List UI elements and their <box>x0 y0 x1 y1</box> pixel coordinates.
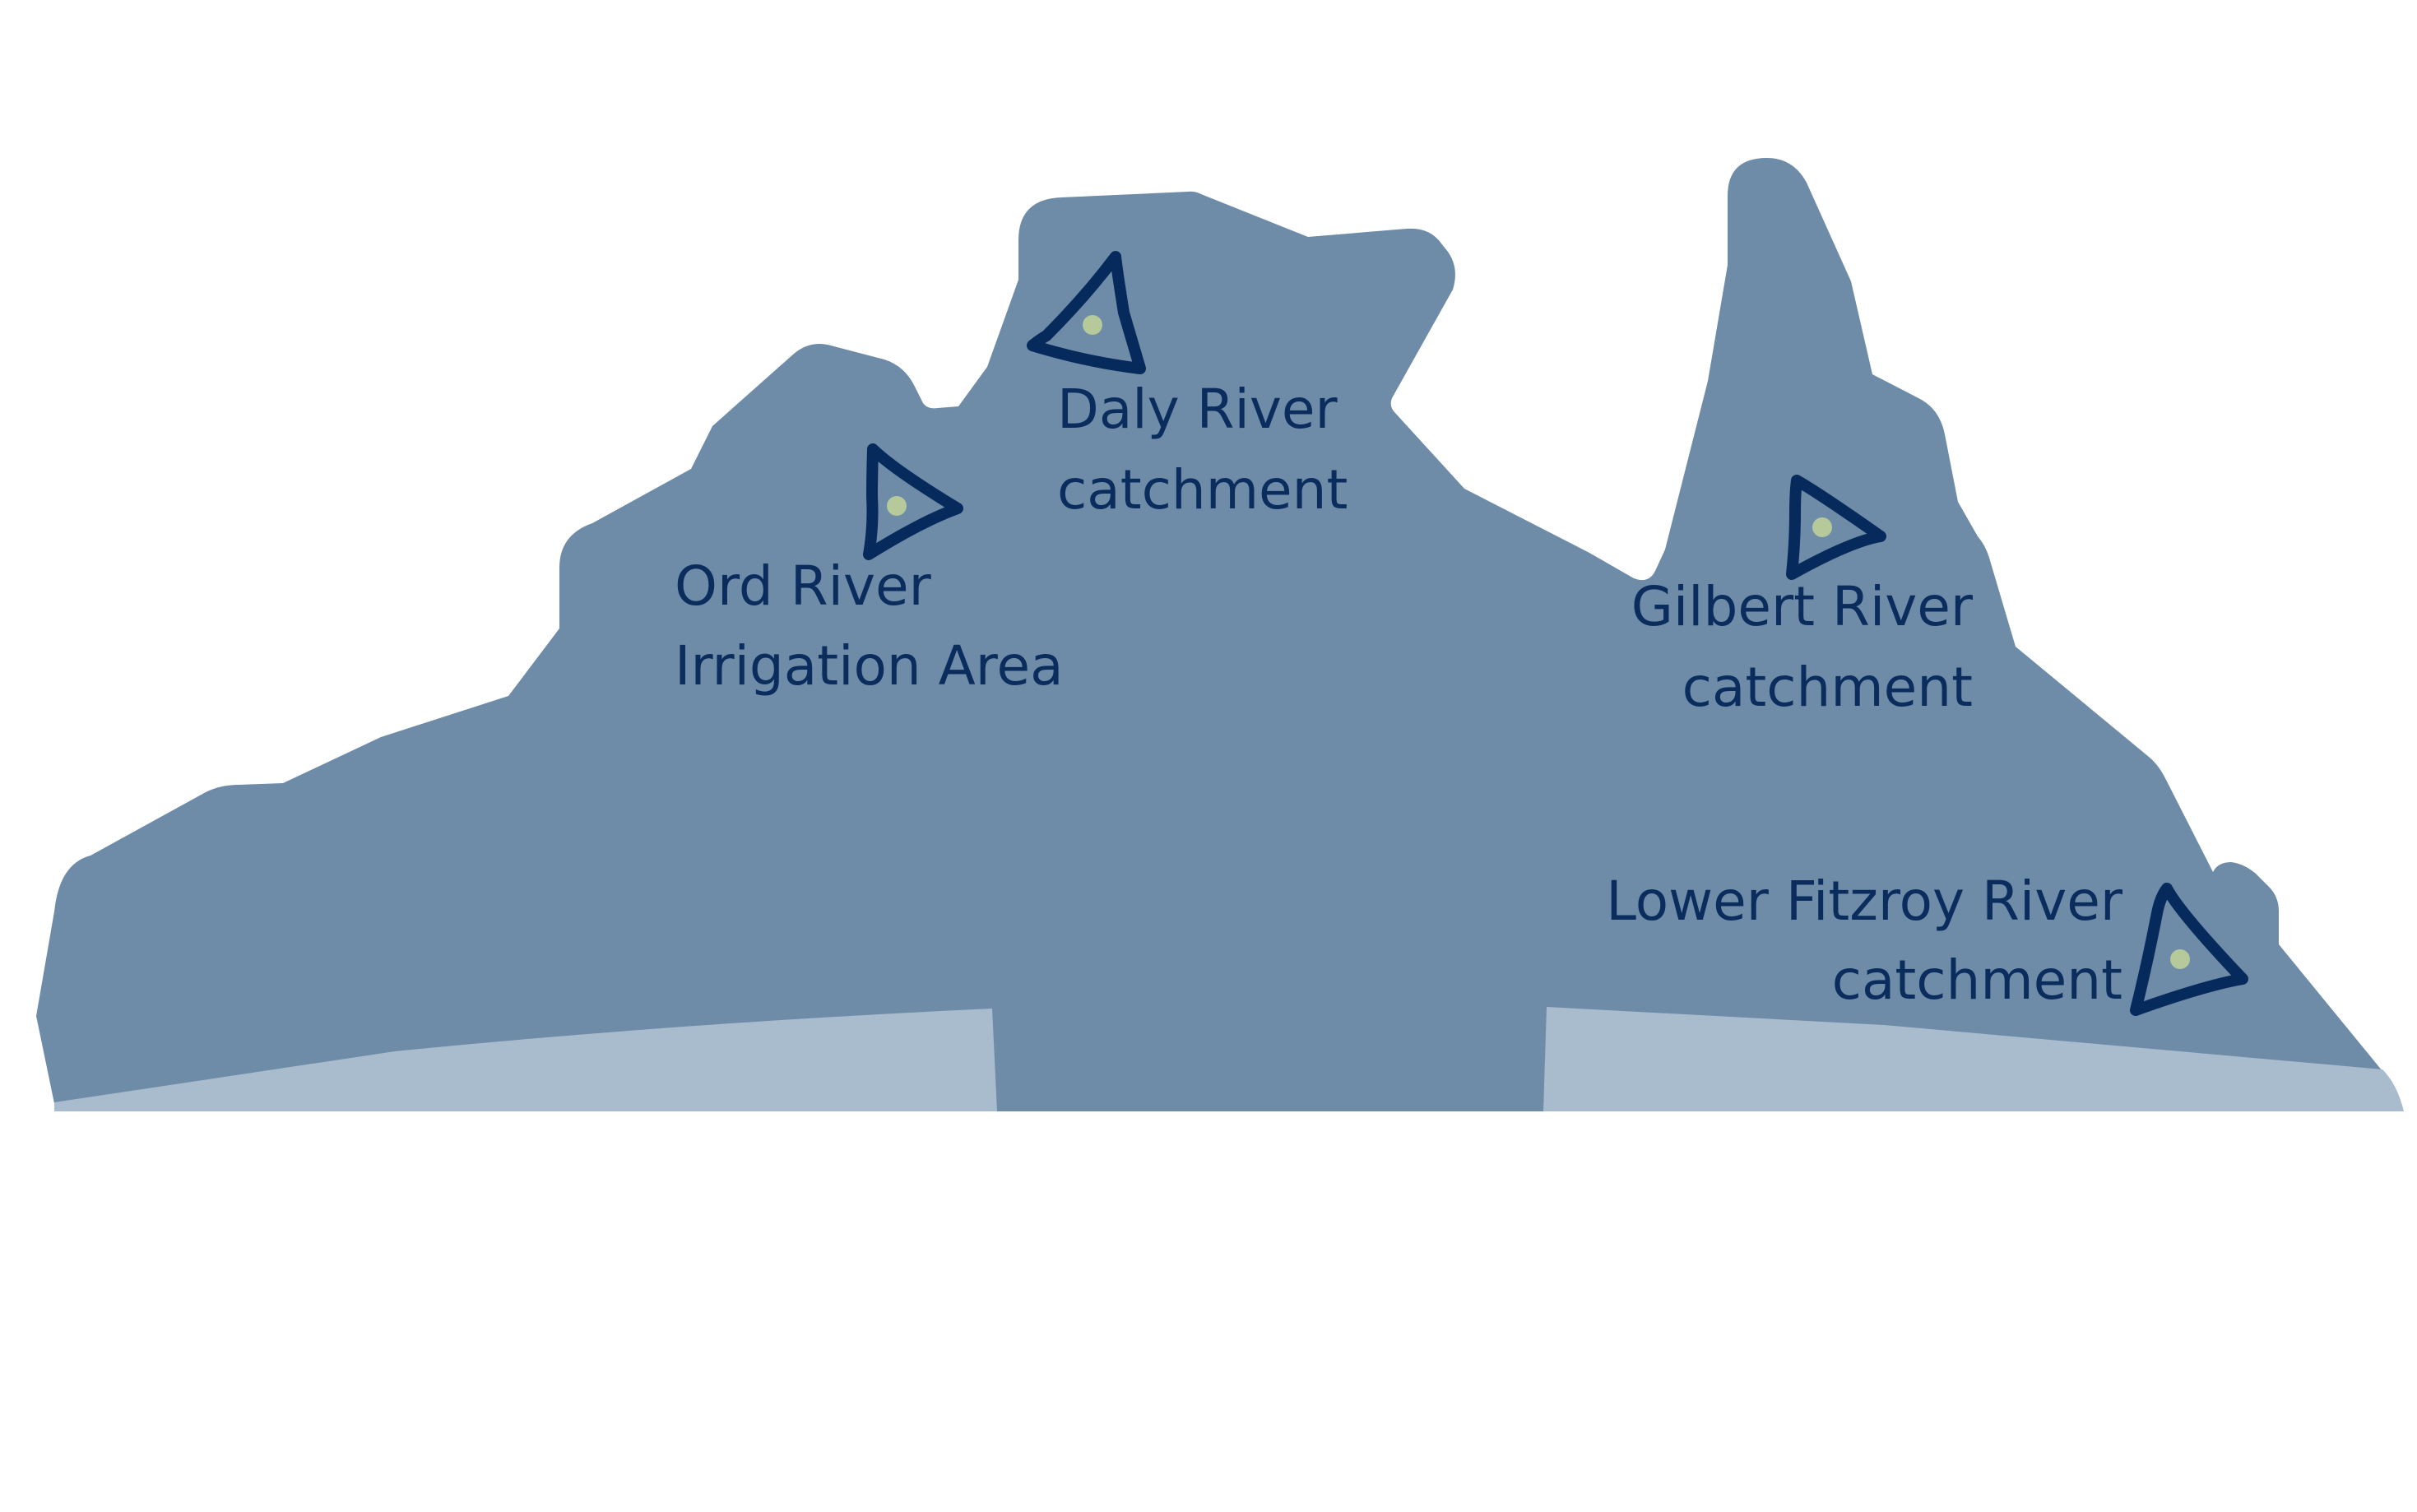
site-label-daly: Daly River catchment <box>1057 378 1348 522</box>
site-label-line2: catchment <box>1057 458 1348 522</box>
site-label-line1: Ord River <box>675 554 932 618</box>
triangle-marker-icon <box>1786 475 1886 580</box>
site-label-line1: Daly River <box>1057 378 1338 441</box>
site-label-fitzroy: Lower Fitzroy River catchment <box>1606 870 2123 1012</box>
triangle-marker-icon <box>2130 883 2248 1016</box>
foreground-band-right <box>1543 1007 2404 1111</box>
site-dot <box>2170 949 2190 969</box>
site-label-line2: catchment <box>1682 656 1973 719</box>
site-dot <box>887 496 907 516</box>
landmass-shape <box>36 158 2402 1111</box>
foreground-band-left <box>54 1009 997 1111</box>
triangle-marker-icon <box>1027 251 1146 374</box>
site-dot <box>1812 517 1832 537</box>
triangle-marker-icon <box>863 443 963 560</box>
site-label-line1: Lower Fitzroy River <box>1606 870 2123 933</box>
site-label-line2: Irrigation Area <box>675 634 1064 698</box>
site-dot <box>1083 315 1102 335</box>
site-marker-fitzroy: Lower Fitzroy River catchment <box>1606 870 2248 1016</box>
site-label-line2: catchment <box>1832 948 2122 1012</box>
site-marker-daly: Daly River catchment <box>1027 251 1348 522</box>
site-label-line1: Gilbert River <box>1631 575 1974 638</box>
site-label-gilbert: Gilbert River catchment <box>1631 575 1974 719</box>
site-marker-gilbert: Gilbert River catchment <box>1631 475 1974 719</box>
